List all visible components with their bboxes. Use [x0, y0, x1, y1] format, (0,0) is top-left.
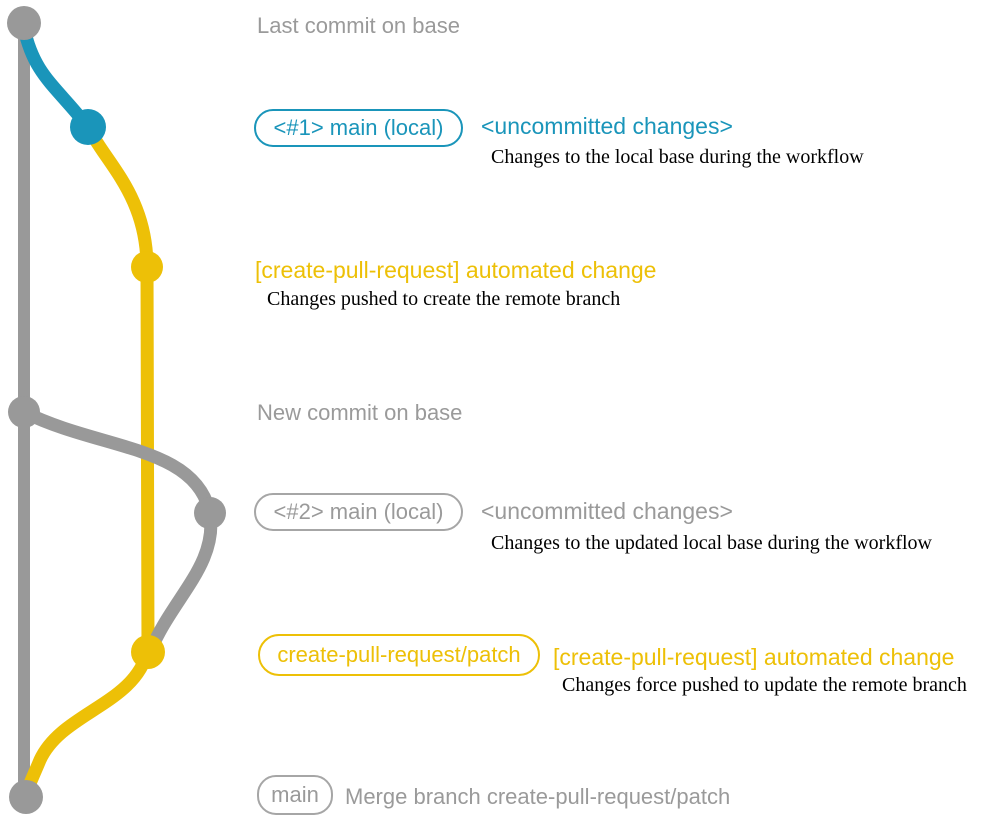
branch-badge-main-local-2: <#2> main (local) [254, 493, 463, 531]
uncommitted-changes-status-2: <uncommitted changes> [481, 498, 733, 524]
updated-base-curve [17, 405, 218, 659]
commit-node-new-base [8, 396, 40, 428]
automated-change-title-1: [create-pull-request] automated change [255, 257, 657, 283]
new-commit-label: New commit on base [257, 400, 463, 425]
commit-node-last-base [7, 6, 41, 40]
commit-node-uncommitted-2 [194, 497, 226, 529]
branch-badge-main-local-1: <#1> main (local) [254, 109, 463, 147]
branch-badge-main: main [257, 775, 333, 815]
uncommitted-changes-status-1: <uncommitted changes> [481, 113, 733, 139]
last-commit-label: Last commit on base [257, 13, 460, 38]
merge-commit-label: Merge branch create-pull-request/patch [345, 784, 731, 809]
automated-change-title-2: [create-pull-request] automated change [553, 644, 955, 670]
commit-node-uncommitted-1 [70, 109, 106, 145]
automated-change-note-2: Changes force pushed to update the remot… [562, 674, 967, 696]
commit-node-automated-change-2 [131, 635, 165, 669]
commit-node-automated-change-1 [131, 251, 163, 283]
branch-badge-create-pull-request-patch: create-pull-request/patch [258, 634, 540, 676]
pull-request-branch-line [19, 120, 155, 804]
uncommitted-changes-note-1: Changes to the local base during the wor… [491, 146, 864, 168]
commit-node-merge [9, 780, 43, 814]
automated-change-note-1: Changes pushed to create the remote bran… [267, 288, 621, 310]
uncommitted-changes-note-2: Changes to the updated local base during… [491, 532, 932, 554]
